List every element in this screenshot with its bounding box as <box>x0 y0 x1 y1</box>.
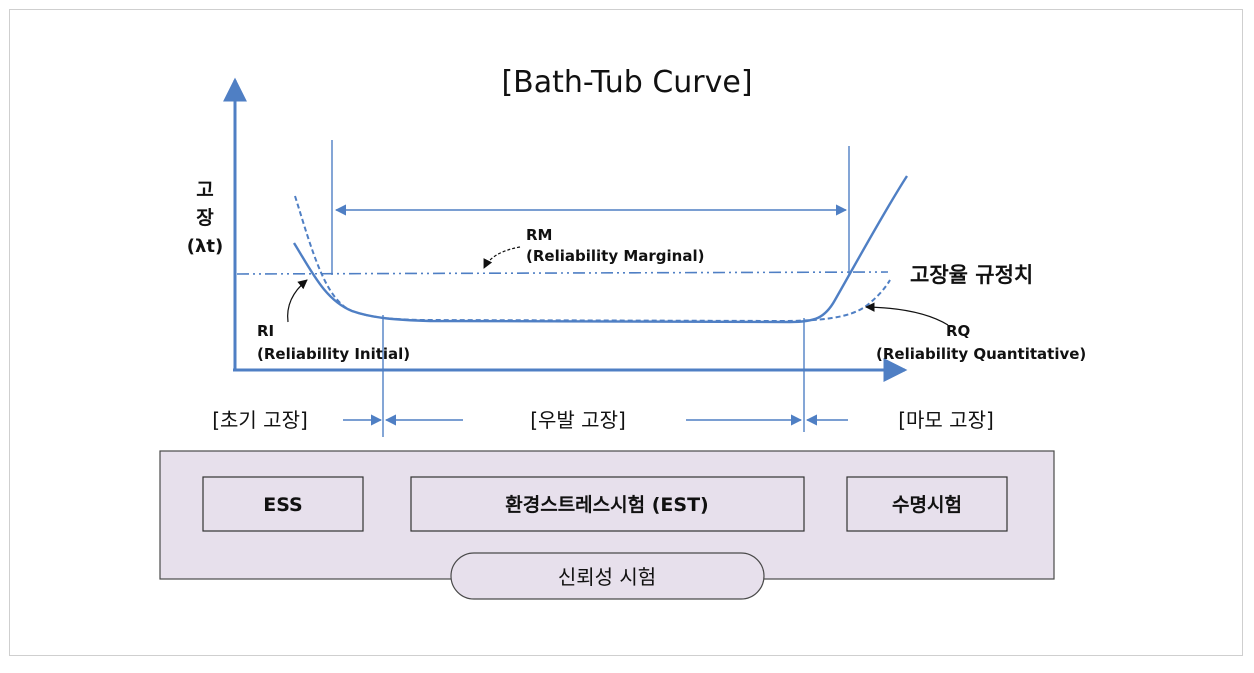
threshold-line <box>236 271 889 275</box>
phase-label-early: [초기 고장] <box>212 408 308 432</box>
test-box-est <box>410 476 805 532</box>
rm-pointer <box>483 246 521 269</box>
reliability-test-label: 신뢰성 시험 <box>558 565 656 589</box>
y-axis-label-3: (λt) <box>187 236 223 257</box>
test-label-est: 환경스트레스시험 (EST) <box>505 494 708 516</box>
ri-label-desc: (Reliability Initial) <box>257 345 410 363</box>
rq-label: RQ <box>946 322 970 340</box>
test-label-ess: ESS <box>263 494 303 516</box>
threshold-label: 고장율 규정치 <box>910 263 1033 287</box>
phase-label-wearout: [마모 고장] <box>898 408 994 432</box>
rm-label: RM <box>526 226 552 244</box>
ri-label: RI <box>257 322 274 340</box>
y-axis-label-1: 고 <box>196 179 213 201</box>
test-box-ess <box>202 476 364 532</box>
reliability-test-pill <box>450 552 765 600</box>
phase-label-random: [우발 고장] <box>530 408 626 432</box>
y-axis-label-2: 장 <box>196 207 214 229</box>
bathtub-curve-solid <box>292 175 909 324</box>
rm-label-desc: (Reliability Marginal) <box>526 247 704 265</box>
test-label-life: 수명시험 <box>892 494 962 516</box>
diagram-title: [Bath-Tub Curve] <box>501 65 752 100</box>
figure-frame <box>9 9 1243 656</box>
ri-pointer <box>287 279 308 323</box>
rq-pointer <box>865 302 949 326</box>
rq-label-desc: (Reliability Quantitative) <box>876 345 1086 363</box>
test-box-life <box>846 476 1008 532</box>
